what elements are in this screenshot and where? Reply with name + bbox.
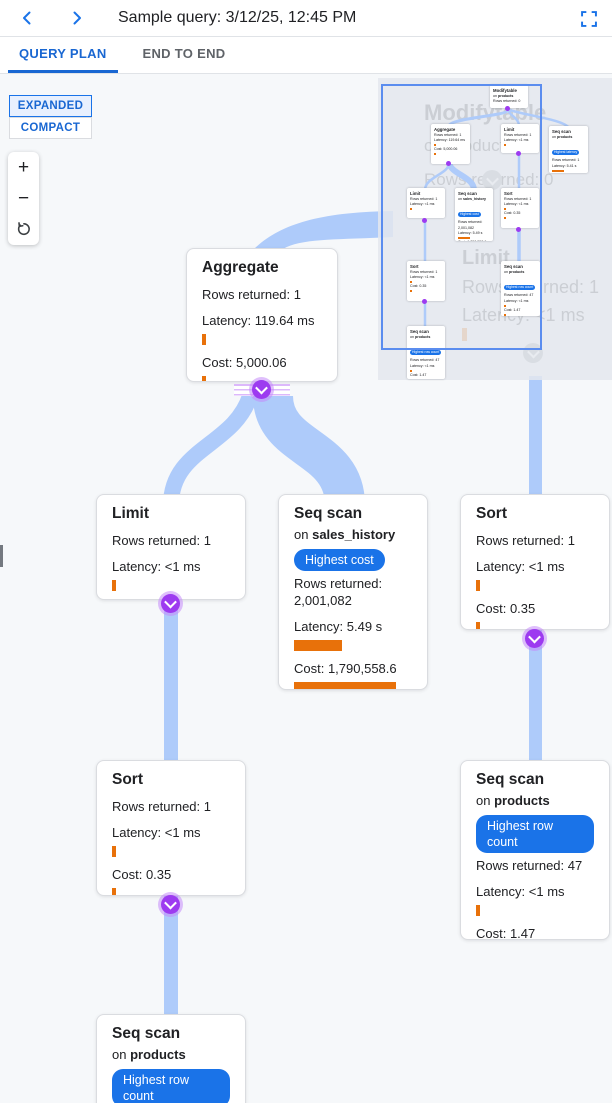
reset-view-button[interactable] xyxy=(8,214,39,245)
next-sample-button[interactable] xyxy=(62,3,92,33)
minimap-collapse-dot xyxy=(422,299,427,304)
tab-label: QUERY PLAN xyxy=(19,46,107,61)
node-rows: Rows returned: 47 xyxy=(476,858,583,873)
node-cost: Cost: 1,790,558.6 xyxy=(294,661,397,676)
node-latency: Latency: <1 ms xyxy=(112,559,201,574)
collapse-sort-right-button[interactable] xyxy=(525,629,544,648)
page-title: Sample query: 3/12/25, 12:45 PM xyxy=(118,9,357,26)
minimap-node-aggregate[interactable]: Aggregate Rows returned: 1 Latency: 119.… xyxy=(431,124,470,164)
highest-cost-badge: Highest cost xyxy=(294,549,385,571)
highest-cost-badge: Highest cost xyxy=(458,211,481,217)
highest-row-count-badge: Highest row count xyxy=(112,1069,230,1103)
node-table: on sales_history xyxy=(294,527,396,542)
minimap-collapse-dot xyxy=(505,106,510,111)
chevron-right-icon xyxy=(73,11,81,25)
cost-bar xyxy=(294,682,396,689)
minimap-collapse-dot xyxy=(422,218,427,223)
minimap-collapse-dot xyxy=(516,227,521,232)
node-rows: Rows returned: 1 xyxy=(112,533,211,548)
rotate-ccw-icon xyxy=(17,222,30,236)
collapse-aggregate-button[interactable] xyxy=(252,380,271,399)
node-title: Seq scan xyxy=(112,1025,181,1042)
zoom-controls: + − xyxy=(8,152,39,245)
node-cost: Cost: 5,000.06 xyxy=(202,355,287,370)
latency-bar xyxy=(476,905,480,916)
cost-bar xyxy=(112,888,116,895)
zoom-out-button[interactable]: − xyxy=(8,183,39,214)
plan-node-seq-scan-sales-history[interactable]: Seq scan on sales_history Highest cost R… xyxy=(278,494,428,690)
fullscreen-icon xyxy=(581,11,597,27)
chevron-left-icon xyxy=(23,11,31,25)
cost-bar xyxy=(202,376,206,381)
plan-node-sort-left[interactable]: Sort Rows returned: 1 Latency: <1 ms Cos… xyxy=(96,760,246,896)
chevron-down-icon xyxy=(528,630,541,644)
latency-bar xyxy=(476,580,480,591)
node-title: Sort xyxy=(476,505,507,522)
plan-node-seq-scan-products-bottom[interactable]: Seq scan on products Highest row count R… xyxy=(96,1014,246,1103)
node-title: Seq scan xyxy=(294,505,363,522)
minimap-node-seq-scan-latency[interactable]: Seq scan on products Highest latency Row… xyxy=(549,126,588,173)
highest-row-count-badge: Highest row count xyxy=(476,815,594,853)
minimap-collapse-dot xyxy=(446,161,451,166)
node-rows: Rows returned: 1 xyxy=(202,287,301,302)
node-latency: Latency: 119.64 ms xyxy=(202,313,315,328)
highest-latency-badge: Highest latency xyxy=(552,149,580,155)
zoom-in-button[interactable]: + xyxy=(8,152,39,183)
chevron-down-icon xyxy=(255,381,268,395)
minimap-collapse-dot xyxy=(516,151,521,156)
plan-node-seq-scan-products-right[interactable]: Seq scan on products Highest row count R… xyxy=(460,760,610,940)
node-latency: Latency: 5.49 s xyxy=(294,619,383,634)
fullscreen-button[interactable] xyxy=(574,4,604,34)
highest-row-count-badge: Highest row count xyxy=(504,284,536,290)
expanded-button[interactable]: EXPANDED xyxy=(9,95,92,117)
minimap-node-limit[interactable]: Limit Rows returned: 1 Latency: <1 ms xyxy=(407,188,445,218)
latency-bar xyxy=(202,334,206,345)
node-latency: Latency: <1 ms xyxy=(476,884,565,899)
node-cost: Cost: 0.35 xyxy=(476,601,536,616)
scrollbar-thumb[interactable] xyxy=(0,545,3,567)
plan-node-sort-right[interactable]: Sort Rows returned: 1 Latency: <1 ms Cos… xyxy=(460,494,610,630)
minimap-node-limit[interactable]: Limit Rows returned: 1 Latency: <1 ms xyxy=(501,124,539,153)
node-table: on products xyxy=(476,793,550,808)
chevron-down-icon xyxy=(164,595,177,609)
node-table: on products xyxy=(112,1047,186,1062)
header: Sample query: 3/12/25, 12:45 PM xyxy=(0,0,612,37)
node-latency: Latency: <1 ms xyxy=(476,559,565,574)
highest-row-count-badge: Highest row count xyxy=(410,349,442,355)
collapse-sort-left-button[interactable] xyxy=(161,895,180,914)
chevron-down-icon xyxy=(164,896,177,910)
compact-button[interactable]: COMPACT xyxy=(9,117,92,139)
plan-node-limit[interactable]: Limit Rows returned: 1 Latency: <1 ms xyxy=(96,494,246,600)
tab-query-plan[interactable]: QUERY PLAN xyxy=(8,37,118,73)
plan-node-aggregate[interactable]: Aggregate Rows returned: 1 Latency: 119.… xyxy=(186,248,338,382)
minimap-node-modifytable[interactable]: Modifytable on products Rows returned: 0 xyxy=(490,85,528,108)
minimap-node-seq-scan-products[interactable]: Seq scan on products Highest row count R… xyxy=(407,326,445,379)
node-rows: Rows returned: 1 xyxy=(112,799,211,814)
node-cost: Cost: 1.47 xyxy=(476,926,536,940)
minimap-node-seq-scan-sales[interactable]: Seq scan on sales_history Highest cost R… xyxy=(455,188,493,241)
latency-bar xyxy=(294,640,342,651)
minimap-viewport[interactable] xyxy=(381,84,542,350)
tab-label: END TO END xyxy=(142,46,226,61)
latency-bar xyxy=(112,580,116,591)
tab-end-to-end[interactable]: END TO END xyxy=(132,37,237,73)
node-rows: Rows returned: 2,001,082 xyxy=(294,576,383,608)
view-mode-toggle: EXPANDED COMPACT xyxy=(9,95,92,139)
node-title: Limit xyxy=(112,505,150,522)
node-latency: Latency: <1 ms xyxy=(112,825,201,840)
latency-bar xyxy=(112,846,116,857)
minimap-node-seq-scan-products[interactable]: Seq scan on products Highest row count R… xyxy=(501,261,540,316)
node-cost: Cost: 0.35 xyxy=(112,867,172,882)
node-rows: Rows returned: 1 xyxy=(476,533,575,548)
previous-sample-button[interactable] xyxy=(12,3,42,33)
node-title: Seq scan xyxy=(476,771,545,788)
cost-bar xyxy=(476,622,480,629)
minimap[interactable]: Modifytable on products Rows returned: 0… xyxy=(378,78,612,380)
node-title: Aggregate xyxy=(202,259,279,276)
collapse-limit-button[interactable] xyxy=(161,594,180,613)
minimap-node-sort[interactable]: Sort Rows returned: 1 Latency: <1 ms Cos… xyxy=(501,188,539,228)
tab-bar: QUERY PLAN END TO END xyxy=(0,37,612,74)
node-title: Sort xyxy=(112,771,143,788)
minimap-node-sort[interactable]: Sort Rows returned: 1 Latency: <1 ms Cos… xyxy=(407,261,445,301)
